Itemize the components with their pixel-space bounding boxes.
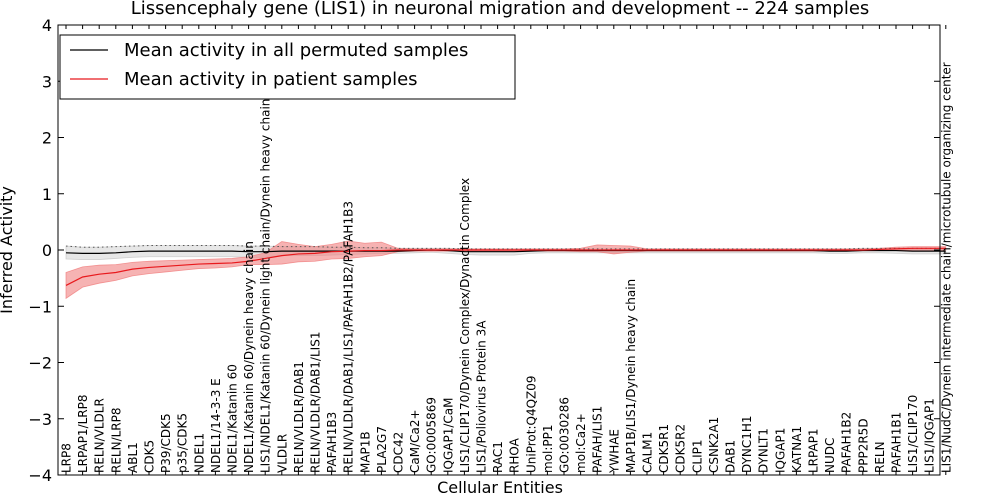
x-tick-label: CDK5R2 [674,424,688,473]
x-tick-label: IQGAP1 [773,428,787,473]
legend: Mean activity in all permuted samples Me… [59,34,516,100]
x-tick-label: mol:PP1 [541,424,555,473]
x-tick-label: DYNLT1 [757,428,771,473]
x-tick-label: CaM/Ca2+ [408,409,422,473]
x-tick-label: NDEL1 [192,433,206,473]
x-tick-label: LIS1/NudC/Dynein intermediate chain/micr… [939,62,953,473]
x-tick-label: LIS1/NDEL1/Katanin 60/Dynein light chain… [259,99,273,473]
x-tick-label: RELN/VLDLR/DAB1/LIS1/PAFAH1B2/PAFAH1B3 [342,201,356,473]
x-tick-label: NDEL1/Katanin 60/Dynein heavy chain [242,241,256,473]
y-tick-label: −4 [28,466,52,485]
x-tick-label: CDK5 [143,440,157,473]
series-band-0 [65,245,947,260]
y-tick-label: −2 [28,354,52,373]
x-tick-label: RELN [873,441,887,473]
y-axis-label: Inferred Activity [0,186,16,314]
y-tick-label: 2 [42,129,52,148]
x-tick-label: RELN/VLDLR/DAB1 [292,361,306,473]
x-tick-label: LRPAP1 [807,428,821,473]
legend-label-permuted: Mean activity in all permuted samples [124,40,468,61]
x-tick-label: P39/CDK5 [159,413,173,473]
x-tick-label: RELN/VLDLR/DAB1/LIS1 [309,332,323,473]
x-tick-label: RELN/LRP8 [109,407,123,473]
x-tick-label: RELN/VLDLR [93,398,107,473]
chart-title: Lissencephaly gene (LIS1) in neuronal mi… [131,0,870,19]
x-tick-label: MAP1B [358,431,372,473]
x-tick-label: MAP1B/LIS1/Dynein heavy chain [624,279,638,473]
legend-box [59,34,516,100]
x-tick-label: LRP8 [60,443,74,473]
x-tick-label: VLDLR [275,434,289,473]
x-axis-label: Cellular Entities [437,478,563,497]
x-tick-label: NDEL1/Katanin 60 [226,364,240,473]
x-tick-label: CDK5R1 [657,424,671,473]
x-tick-label: KATNA1 [790,426,804,473]
y-tick-label: 0 [42,241,52,260]
x-tick-label: NUDC [823,438,837,473]
x-tick-label: PAFAH/LIS1 [591,406,605,473]
x-tick-label: mol:Ca2+ [574,413,588,473]
x-tick-label: p35/CDK5 [176,413,190,473]
y-tick-label: 3 [42,72,52,91]
x-tick-label: DAB1 [724,440,738,473]
x-tick-label: PAFAH1B3 [325,412,339,473]
legend-label-patient: Mean activity in patient samples [124,69,418,90]
x-tick-label: LIS1/CLIP170/Dynein Complex/Dynactin Com… [458,178,472,473]
x-tick-label: LRPAP1/LRP8 [76,394,90,473]
y-tick-label: 1 [42,185,52,204]
x-tick-label: CSNK2A1 [707,417,721,473]
x-tick-label: LIS1/Poliovirus Protein 3A [475,320,489,473]
x-tick-label: PPP2R5D [856,418,870,473]
x-tick-label: IQGAP1/CaM [441,398,455,474]
x-tick-label: UniProt:Q4QZ09 [524,375,538,473]
x-tick-label: RHOA [508,437,522,473]
x-tick-label: NDEL1/14-3-3 E [209,378,223,473]
x-tick-label: LIS1/IQGAP1 [923,398,937,473]
x-tick-label: GO:0005869 [425,397,439,473]
x-tick-label: PLA2G7 [375,426,389,473]
y-tick-label: −3 [28,410,52,429]
x-tick-label: CDC42 [392,432,406,473]
x-tick-label: YWHAE [607,429,621,474]
y-tick-label: 4 [42,16,52,35]
x-tick-label: RAC1 [491,441,505,473]
x-tick-label: GO:0030286 [558,397,572,473]
x-tick-label: ABL1 [126,442,140,473]
y-tick-label: −1 [28,297,52,316]
x-tick-label: PAFAH1B1 [890,412,904,473]
x-tick-label: CLIP1 [690,440,704,473]
x-tick-label: PAFAH1B2 [840,412,854,473]
x-tick-label: LIS1/CLIP170 [906,395,920,473]
x-tick-label: CALM1 [641,432,655,473]
series-line-1 [65,247,946,286]
x-tick-label: DYNC1H1 [740,415,754,473]
